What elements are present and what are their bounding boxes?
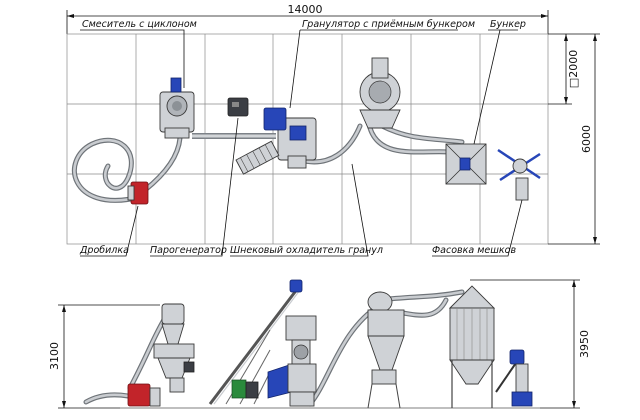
height-right-value: 3950 bbox=[578, 330, 591, 358]
label-crusher: Дробилка bbox=[79, 245, 129, 256]
width-value: 6000 bbox=[580, 125, 593, 153]
width-dimension: 6000 bbox=[548, 33, 600, 245]
plan-leaders bbox=[80, 29, 523, 257]
label-granulator: Гранулятор с приёмным бункером bbox=[302, 19, 475, 30]
length-value: 14000 bbox=[288, 3, 323, 16]
label-bagging: Фасовка мешков bbox=[432, 245, 516, 256]
mixer-elevation bbox=[153, 303, 195, 393]
crusher-elevation bbox=[127, 383, 161, 407]
cell-dimension: □2000 bbox=[548, 33, 580, 105]
crusher-plan bbox=[127, 181, 149, 205]
height-right-dimension: 3950 bbox=[470, 279, 591, 409]
bunker-plan bbox=[445, 143, 487, 185]
steam-generator-plan bbox=[227, 97, 249, 117]
bunker-elevation bbox=[448, 285, 496, 408]
bagging-plan bbox=[497, 148, 541, 201]
cell-value: □2000 bbox=[567, 50, 580, 88]
label-bunker: Бункер bbox=[490, 19, 526, 30]
plan-grid bbox=[66, 33, 549, 245]
label-cooler: Шнековый охладитель гранул bbox=[230, 245, 383, 256]
mixer-plan bbox=[159, 77, 195, 139]
granulator-elevation bbox=[267, 315, 317, 407]
cooler-plan bbox=[235, 140, 280, 175]
cyclone-plan bbox=[359, 57, 401, 129]
elevation-view: 3100 3950 bbox=[48, 279, 591, 409]
plan-pipes bbox=[72, 123, 465, 203]
granulator-plan bbox=[263, 107, 317, 169]
height-left-value: 3100 bbox=[48, 342, 61, 370]
height-left-dimension: 3100 bbox=[48, 304, 160, 409]
cyclone-elevation bbox=[367, 291, 405, 409]
length-dimension: 14000 bbox=[66, 3, 549, 34]
plan-view: 14000 □2000 bbox=[66, 3, 600, 257]
cooler-elevation bbox=[208, 279, 303, 405]
bagging-elevation bbox=[495, 349, 533, 407]
label-steam-generator: Парогенератор bbox=[150, 245, 227, 256]
label-mixer: Смеситель с циклоном bbox=[82, 19, 197, 30]
